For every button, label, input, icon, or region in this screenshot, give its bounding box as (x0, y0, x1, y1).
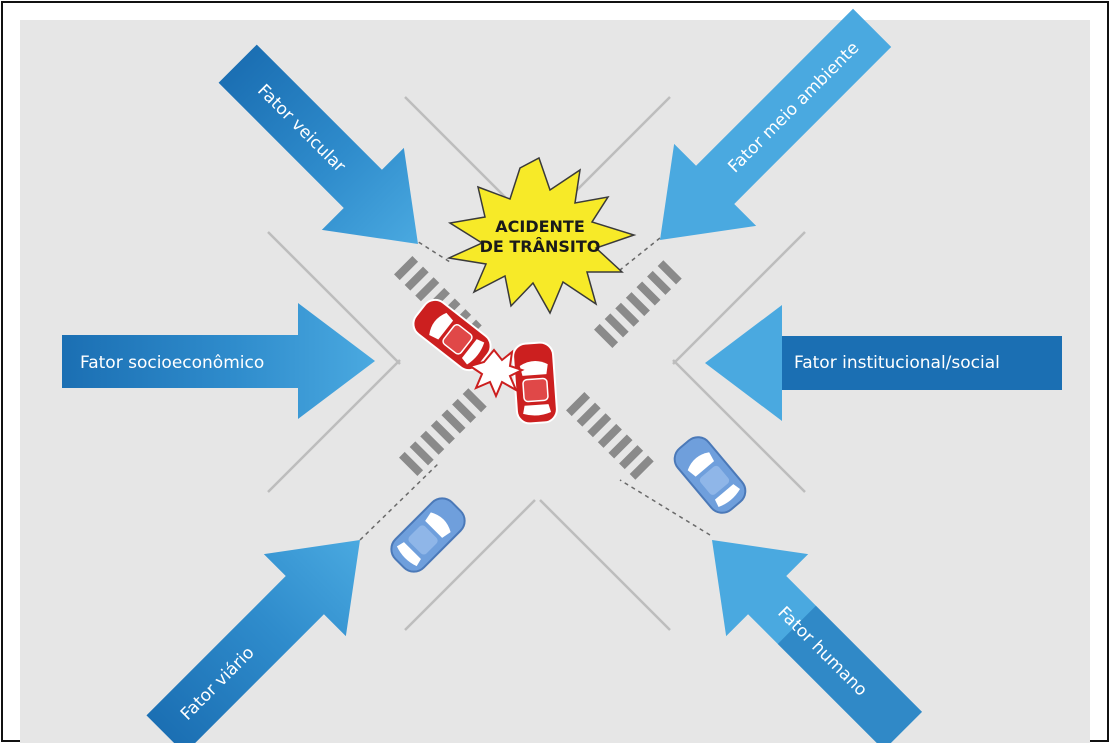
factor-label-institucional: Fator institucional/social (794, 353, 1000, 373)
road-edges (267, 96, 806, 631)
red-car-right (511, 340, 559, 426)
accident-burst-icon (446, 156, 637, 315)
factor-label-socioeconomico: Fator socioeconômico (80, 353, 264, 373)
factor-arrow-socioeconomico: Fator socioeconômico (62, 303, 375, 419)
impact-spark-icon (467, 348, 525, 399)
accident-label-line2: DE TRÂNSITO (480, 237, 601, 256)
factor-arrow-humano: Fator humano (712, 540, 923, 743)
dashed-lines (359, 237, 711, 541)
factor-arrow-institucional: Fator institucional/social (705, 305, 1062, 421)
accident-label-line1: ACIDENTE (495, 217, 585, 236)
